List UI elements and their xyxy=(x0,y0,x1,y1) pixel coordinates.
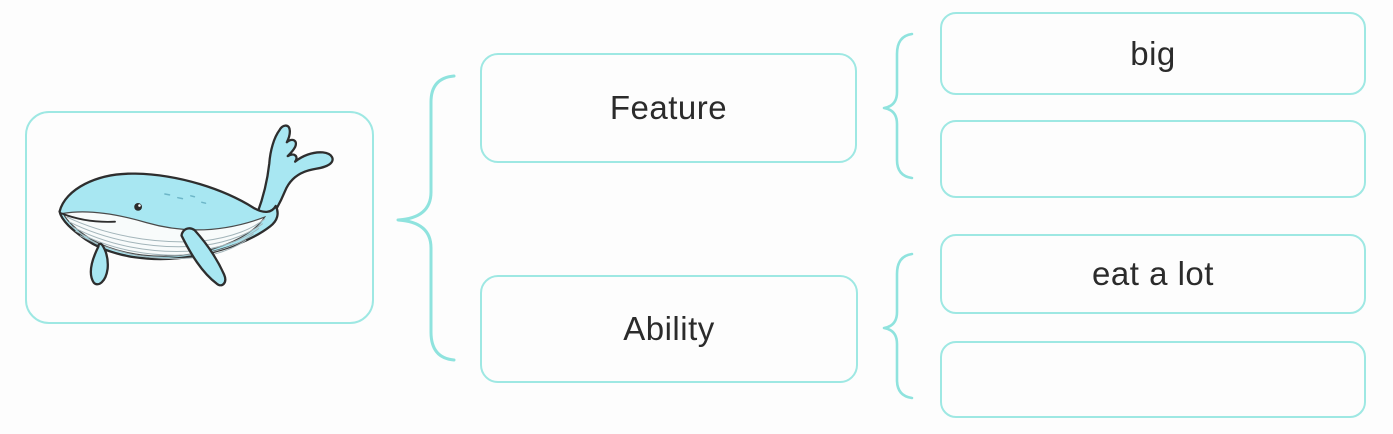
whale-illustration xyxy=(58,124,334,287)
category-box-feature: Feature xyxy=(480,53,857,163)
main-brace xyxy=(396,74,456,362)
answer-box-ability-2-empty[interactable] xyxy=(940,341,1366,418)
answer-label: big xyxy=(1130,34,1176,72)
answer-box-ability-1[interactable]: eat a lot xyxy=(940,234,1366,314)
answer-box-feature-2-empty[interactable] xyxy=(940,120,1366,198)
answer-box-feature-1[interactable]: big xyxy=(940,12,1366,95)
subject-image-box xyxy=(25,111,374,324)
category-label-ability: Ability xyxy=(623,310,715,347)
category-box-ability: Ability xyxy=(480,275,858,383)
ability-group-brace xyxy=(882,252,914,400)
feature-group-brace xyxy=(882,32,914,180)
answer-label: eat a lot xyxy=(1092,255,1214,292)
category-label-feature: Feature xyxy=(609,89,728,126)
